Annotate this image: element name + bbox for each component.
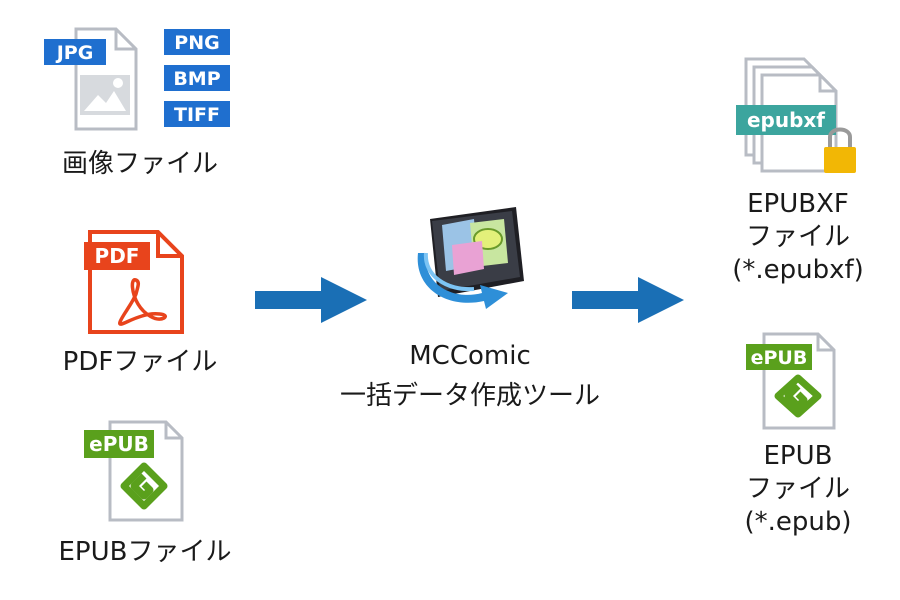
epub-output-label-line-3: (*.epub)	[744, 507, 852, 537]
epub-diamond-icon	[120, 462, 168, 510]
epubxf-label-line-3: (*.epubxf)	[732, 255, 864, 285]
tiff-badge	[164, 101, 230, 127]
epub-file-label: EPUBファイル	[58, 537, 232, 567]
image-file-label: 画像ファイル	[61, 149, 218, 179]
svg-text:ePUB: ePUB	[89, 432, 149, 456]
pdf-file-label: PDFファイル	[62, 347, 218, 377]
epub-diamond-icon	[774, 374, 822, 418]
png-badge	[164, 29, 230, 55]
jpg-badge	[44, 39, 106, 65]
epubxf-file-icon: epubxf	[736, 57, 856, 173]
epub-output-label-line-2: ファイル	[745, 474, 850, 504]
mccomic-app-icon	[417, 207, 524, 309]
lock-icon	[824, 127, 856, 173]
svg-text:epubxf: epubxf	[747, 108, 825, 132]
epub-output-label-line-1: EPUB	[763, 441, 833, 471]
svg-text:PNG: PNG	[174, 32, 219, 54]
arrow-right-icon-1	[255, 277, 367, 323]
tool-subtitle: 一括データ作成ツール	[339, 381, 600, 411]
epub-output-file-icon: ePUB	[746, 332, 836, 430]
bmp-badge	[164, 65, 230, 91]
svg-text:TIFF: TIFF	[174, 104, 220, 126]
arrow-right-icon-2	[572, 277, 684, 323]
pdf-file-icon: PDF	[84, 230, 184, 334]
svg-text:BMP: BMP	[173, 68, 220, 90]
epubxf-label-line-2: ファイル	[745, 222, 850, 252]
tool-name: MCComic	[409, 341, 531, 371]
epub-file-icon: ePUB	[84, 420, 184, 522]
svg-text:ePUB: ePUB	[751, 347, 808, 369]
epubxf-label-line-1: EPUBXF	[747, 189, 849, 219]
svg-text:JPG: JPG	[55, 42, 94, 64]
image-file-icon: JPG PNG BMP TIFF	[44, 27, 230, 131]
acrobat-swirl-icon	[118, 278, 168, 326]
svg-text:PDF: PDF	[95, 244, 140, 268]
